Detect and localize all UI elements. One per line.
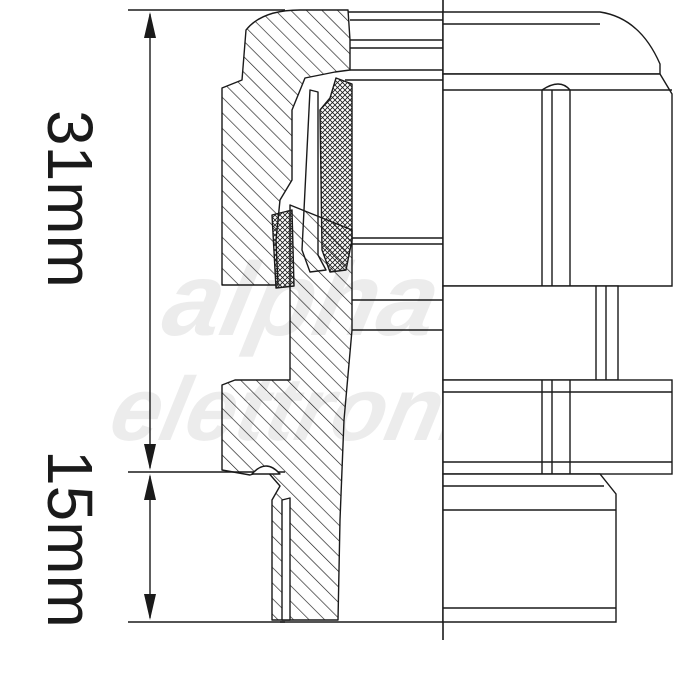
body-hex-outline: [442, 379, 673, 475]
dimension-arrows: [144, 12, 156, 620]
neck-outline: [442, 285, 619, 381]
hex-cap-chamfer: [541, 83, 571, 91]
section-view: [221, 9, 443, 623]
arrow-upper-top: [144, 12, 156, 38]
gland-body-section: [221, 204, 353, 621]
body-liner: [281, 497, 291, 621]
dimension-label-lower: 15mm: [34, 450, 106, 628]
exterior-view: [442, 11, 673, 623]
dimension-label-upper: 31mm: [34, 110, 106, 288]
arrow-upper-bottom: [144, 444, 156, 470]
thread-relief: [251, 465, 281, 475]
hex-cap-outline: [442, 73, 673, 287]
cap-dome-outline: [442, 11, 661, 75]
arrow-lower-top: [144, 474, 156, 500]
arrow-lower-bottom: [144, 594, 156, 620]
thread-outline: [442, 473, 617, 623]
